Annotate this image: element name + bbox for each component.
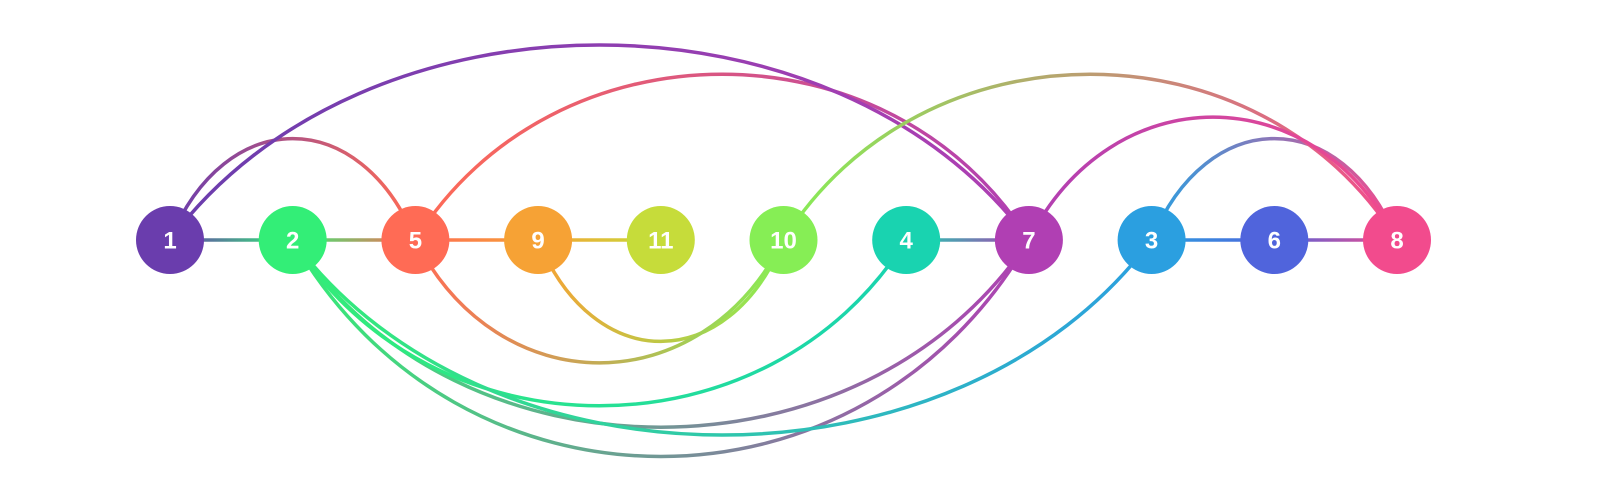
node-4[interactable]: 4 [872, 206, 941, 274]
edge-10-8 [781, 72, 1399, 242]
node-11[interactable]: 11 [626, 206, 695, 274]
node-label: 2 [286, 228, 299, 255]
edge-5-7 [413, 72, 1031, 242]
edge-2-3 [290, 238, 1154, 437]
node-3[interactable]: 3 [1117, 206, 1186, 274]
node-label: 3 [1145, 228, 1158, 255]
node-10[interactable]: 10 [749, 206, 818, 274]
node-8[interactable]: 8 [1363, 206, 1431, 274]
edge-7-8 [1027, 115, 1399, 242]
node-label: 9 [531, 228, 544, 255]
node-1[interactable]: 1 [136, 206, 204, 274]
node-6[interactable]: 6 [1240, 206, 1309, 274]
node-label: 4 [900, 228, 914, 255]
edge-2-7 [290, 238, 1031, 459]
edge-5-10 [413, 238, 786, 365]
node-circle[interactable] [258, 206, 327, 274]
edge-1-5 [168, 137, 418, 242]
node-label: 1 [163, 228, 176, 255]
edge-9-10 [536, 238, 786, 343]
edge-2-4 [290, 238, 908, 408]
node-circle[interactable] [136, 206, 204, 274]
node-circle[interactable] [1240, 206, 1309, 274]
node-circle[interactable] [504, 206, 573, 274]
node-circle[interactable] [749, 206, 818, 274]
node-circle[interactable] [872, 206, 941, 274]
edge-1-7 [168, 43, 1031, 242]
node-circle[interactable] [381, 206, 450, 274]
node-label: 10 [770, 228, 797, 255]
node-circle[interactable] [1363, 206, 1431, 274]
node-label: 6 [1268, 228, 1281, 255]
node-label: 8 [1390, 228, 1403, 255]
node-2[interactable]: 2 [258, 206, 327, 274]
node-circle[interactable] [1117, 206, 1186, 274]
node-circle[interactable] [994, 206, 1063, 274]
node-7[interactable]: 7 [994, 206, 1063, 274]
node-5[interactable]: 5 [381, 206, 450, 274]
node-label: 5 [409, 228, 422, 255]
node-9[interactable]: 9 [504, 206, 573, 274]
node-label: 11 [648, 228, 673, 255]
node-label: 7 [1022, 228, 1035, 255]
node-circle[interactable] [626, 206, 695, 274]
edge-3-8 [1149, 137, 1399, 242]
nodes-layer: 1 2 5 9 11 10 4 7 3 6 8 [136, 206, 1431, 274]
